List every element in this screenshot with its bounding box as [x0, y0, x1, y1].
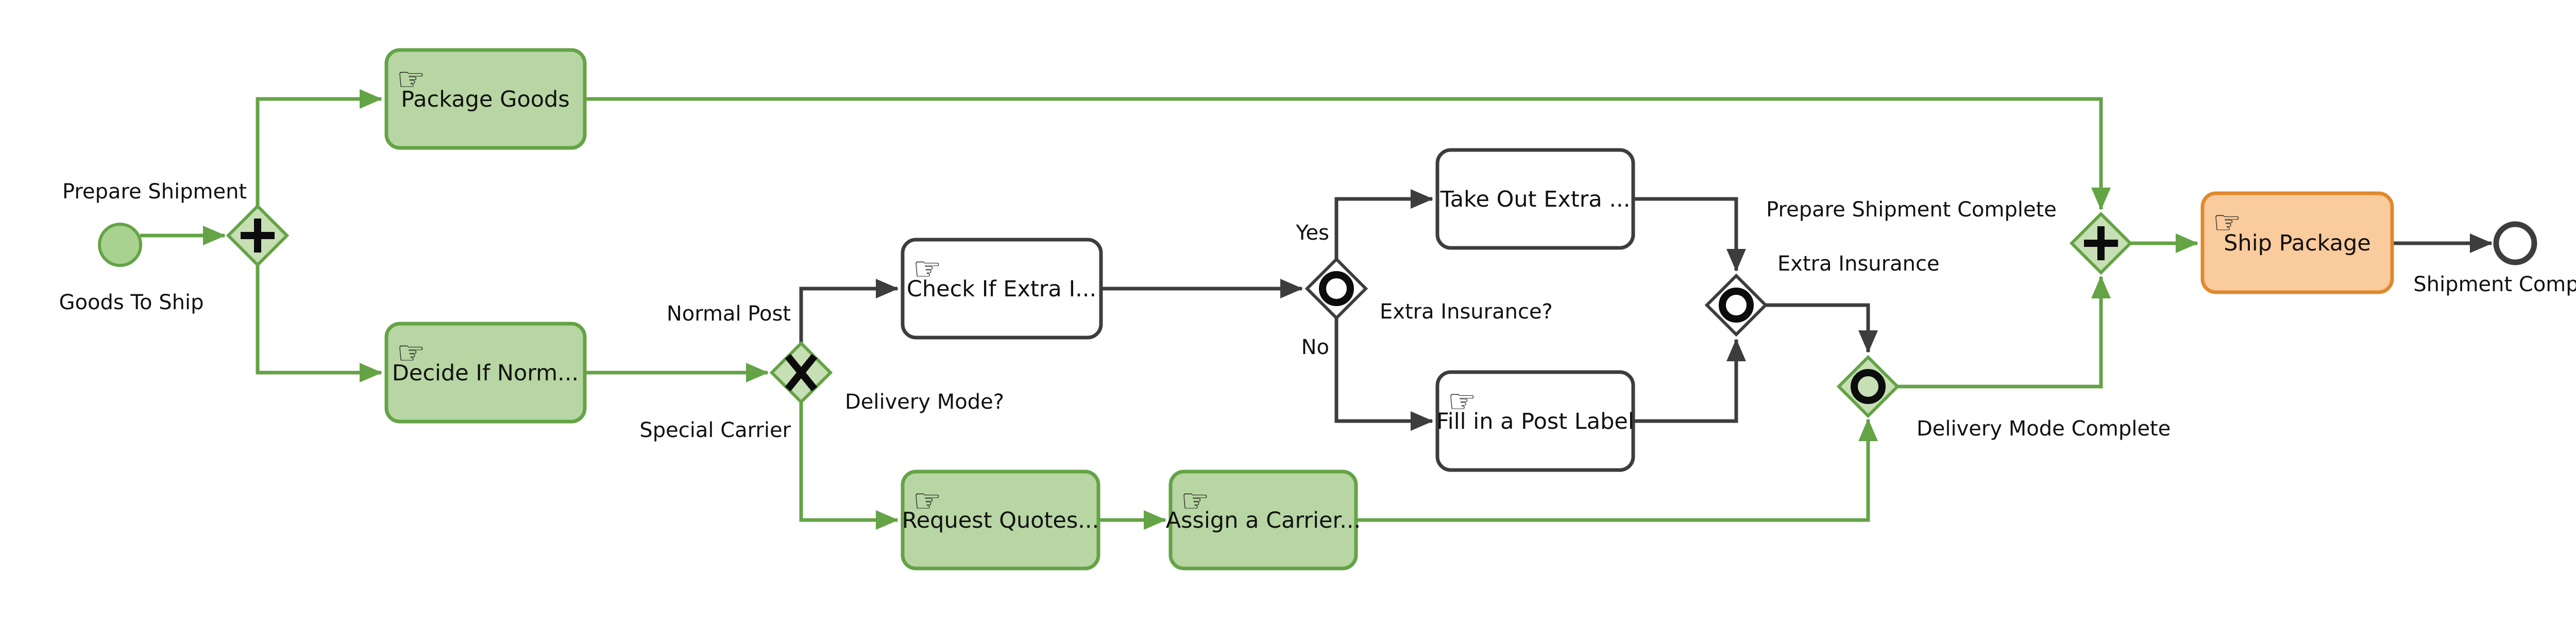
task-label: Request Quotes... [902, 508, 1099, 533]
task-box [2200, 191, 2394, 294]
flow-no-to-fill-label[interactable] [1334, 319, 1433, 431]
task-package-goods[interactable]: ☞ Package Goods [384, 48, 587, 150]
inclusive-circle-icon [1719, 288, 1754, 323]
flow-split-to-package-goods[interactable] [256, 89, 382, 206]
manual-task-hand-icon: ☞ [2213, 204, 2242, 241]
flow-label-normal-post: Normal Post [667, 302, 791, 326]
flow-yes-to-take-out[interactable] [1334, 189, 1433, 259]
task-label: Package Goods [401, 87, 570, 112]
task-box [901, 238, 1103, 340]
flow-package-goods-to-parallel-join[interactable] [585, 97, 2111, 210]
gateway-inclusive-extra-insurance-join[interactable] [1704, 273, 1768, 337]
manual-task-hand-icon: ☞ [913, 250, 942, 288]
task-box [384, 322, 587, 424]
task-label: Decide If Norm... [392, 360, 579, 386]
task-label: Fill in a Post Label [1436, 409, 1634, 434]
manual-task-hand-icon: ☞ [397, 60, 426, 98]
gateway-label-extra-insurance-question: Extra Insurance? [1380, 300, 1553, 324]
flow-assign-to-delivery-join[interactable] [1357, 418, 1878, 522]
gateway-label-delivery-mode-complete: Delivery Mode Complete [1917, 417, 2171, 441]
gateway-label-extra-insurance: Extra Insurance [1777, 252, 1940, 276]
flow-delivery-join-to-parallel-join[interactable] [1898, 276, 2111, 389]
gateway-parallel-split[interactable] [226, 204, 290, 267]
flow-fill-label-to-insurance-join[interactable] [1634, 339, 1746, 423]
task-decide-if-normal[interactable]: ☞ Decide If Norm... [384, 322, 587, 424]
task-box [1168, 470, 1358, 571]
flow-split-to-decide[interactable] [256, 265, 382, 382]
task-label: Check If Extra I... [907, 276, 1096, 302]
sequence-flows [140, 89, 2493, 530]
task-take-out-extra[interactable]: Take Out Extra ... [1435, 148, 1635, 250]
end-event-label: Shipment Complete [2413, 273, 2576, 296]
task-label: Take Out Extra ... [1440, 187, 1631, 212]
flow-label-no: No [1301, 336, 1329, 359]
gateway-diamond [1836, 355, 1900, 418]
end-event-circle [2493, 221, 2537, 265]
task-box [901, 470, 1100, 571]
gateway-diamond [1704, 273, 1768, 337]
parallel-plus-icon [2084, 226, 2118, 260]
task-label: Assign a Carrier... [1166, 508, 1361, 533]
flow-label-yes: Yes [1295, 221, 1329, 245]
flow-take-out-to-insurance-join[interactable] [1634, 197, 1746, 272]
manual-task-hand-icon: ☞ [1181, 482, 1210, 520]
task-fill-in-post-label[interactable]: ☞ Fill in a Post Label [1435, 370, 1635, 472]
manual-task-hand-icon: ☞ [1448, 382, 1477, 420]
flow-label-special-carrier: Special Carrier [639, 418, 791, 442]
inclusive-circle-icon [1851, 369, 1886, 404]
task-ship-package[interactable]: ☞ Ship Package [2200, 191, 2394, 294]
manual-task-hand-icon: ☞ [913, 482, 942, 520]
gateway-xor-delivery-mode[interactable] [769, 341, 833, 405]
task-box [384, 48, 587, 150]
start-event-circle [98, 223, 142, 267]
xor-x-icon [785, 354, 818, 392]
gateway-diamond [1304, 257, 1368, 321]
task-box [1435, 370, 1635, 472]
flow-xor-to-check[interactable] [799, 279, 899, 343]
task-box [1435, 148, 1635, 250]
flow-xor-to-request-quotes[interactable] [799, 403, 899, 530]
gateway-inclusive-delivery-mode-join[interactable] [1836, 355, 1900, 418]
start-event-bottom-label: Goods To Ship [59, 291, 204, 314]
task-assign-carrier[interactable]: ☞ Assign a Carrier... [1166, 470, 1361, 571]
task-check-if-extra[interactable]: ☞ Check If Extra I... [901, 238, 1103, 340]
task-label: Ship Package [2224, 230, 2371, 256]
gateway-label-delivery-mode: Delivery Mode? [845, 390, 1004, 414]
flow-insurance-join-to-delivery-join[interactable] [1766, 303, 1878, 353]
gateway-parallel-join[interactable] [2069, 211, 2133, 275]
manual-task-hand-icon: ☞ [397, 334, 426, 372]
start-event[interactable] [98, 223, 142, 267]
parallel-plus-icon [241, 219, 275, 253]
gateway-inclusive-extra-insurance-split[interactable] [1304, 257, 1368, 321]
inclusive-circle-icon [1319, 271, 1354, 306]
start-event-top-label: Prepare Shipment [62, 180, 247, 204]
end-event[interactable] [2493, 221, 2537, 265]
gateway-label-prepare-shipment-complete: Prepare Shipment Complete [1766, 198, 2057, 222]
task-request-quotes[interactable]: ☞ Request Quotes... [901, 470, 1100, 571]
